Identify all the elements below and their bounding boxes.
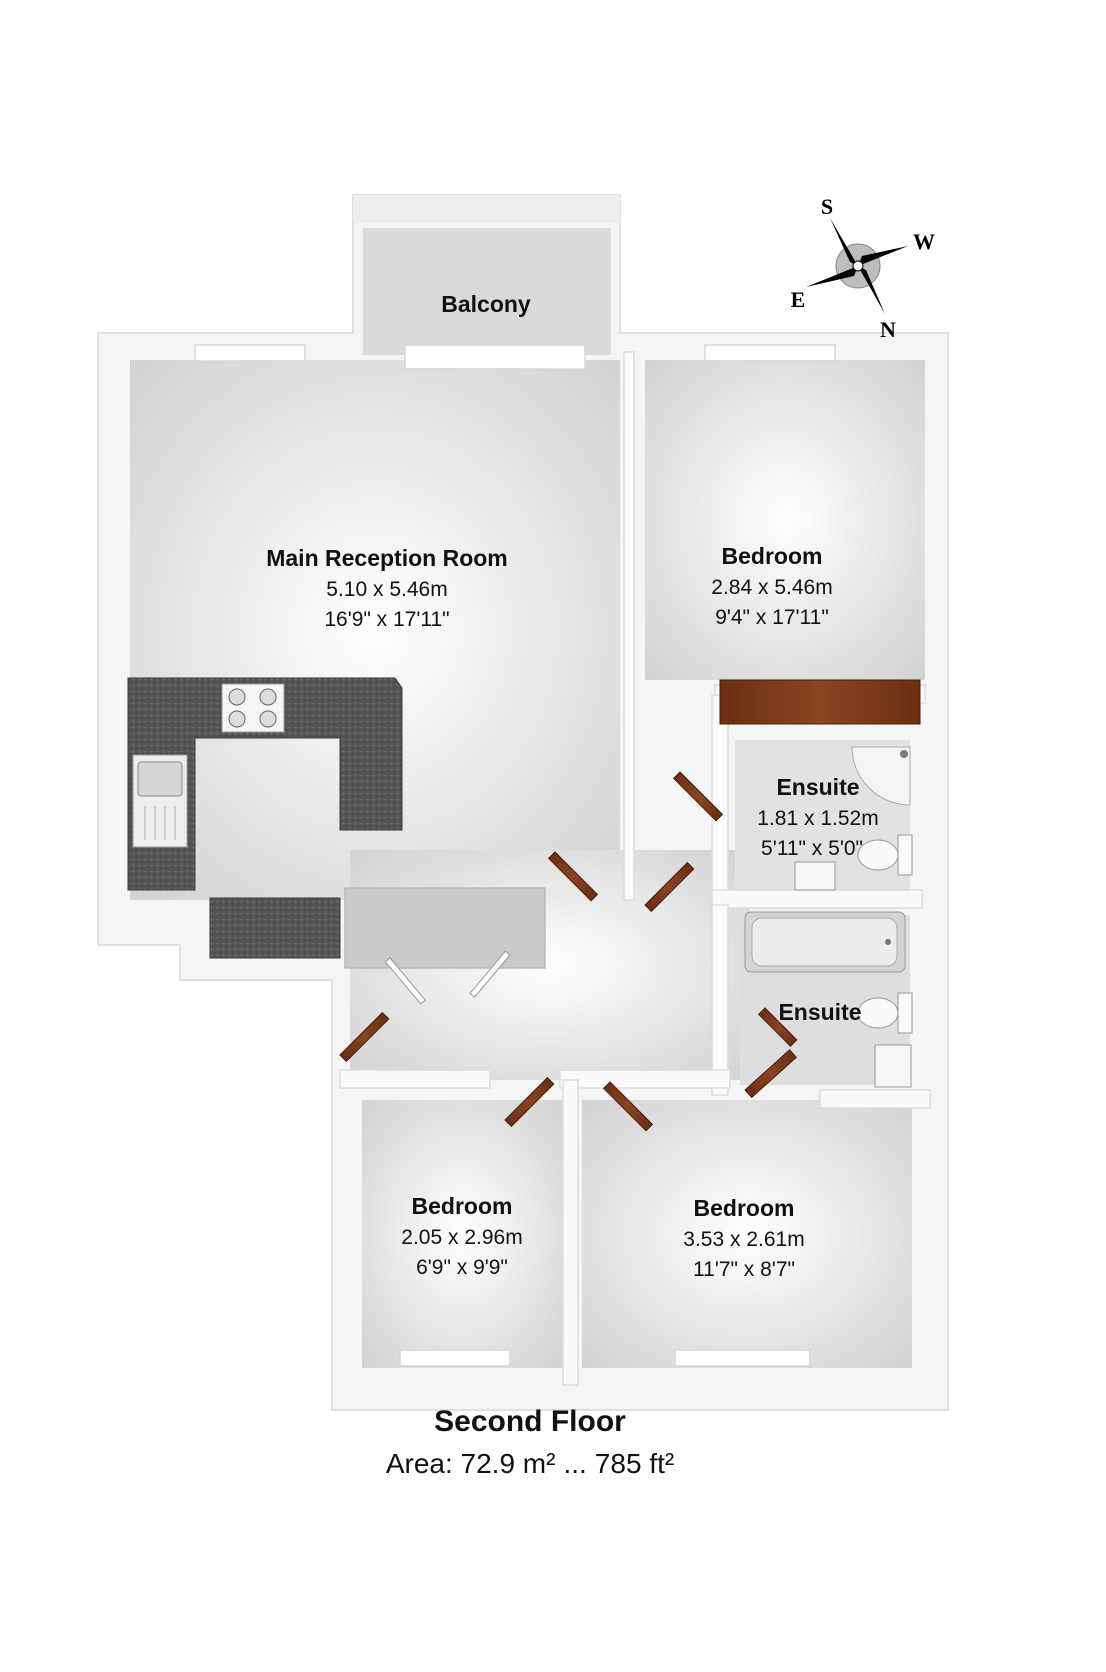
basin-icon bbox=[794, 861, 836, 891]
reception-imperial: 16'9" x 17'11" bbox=[324, 608, 449, 631]
basin-lower-icon bbox=[874, 1044, 912, 1088]
cupboard-doors bbox=[384, 950, 511, 1005]
front-bedroom-floor bbox=[582, 1100, 912, 1368]
toilet-lower-icon bbox=[857, 992, 913, 1034]
bedroom-rear-imperial: 9'4" x 17'11" bbox=[715, 606, 829, 629]
bedroom-small-name: Bedroom bbox=[412, 1193, 513, 1219]
ensuite-upper-name: Ensuite bbox=[776, 774, 859, 800]
balcony-label: Balcony bbox=[441, 291, 531, 317]
sink-icon bbox=[132, 754, 188, 848]
compass-s: S bbox=[821, 194, 833, 219]
internal-walls bbox=[339, 351, 931, 1386]
kitchen bbox=[127, 677, 403, 959]
ensuite-lower-name: Ensuite bbox=[778, 999, 861, 1025]
windows bbox=[194, 344, 836, 1367]
area-separator: ... bbox=[563, 1448, 587, 1479]
bedroom-front-imperial: 11'7" x 8'7" bbox=[693, 1258, 795, 1281]
shower-icon bbox=[851, 746, 911, 806]
balcony bbox=[353, 195, 620, 355]
compass-e: E bbox=[791, 287, 806, 312]
bath-icon bbox=[744, 911, 906, 973]
compass-icon: S W E N bbox=[791, 194, 935, 342]
floor-title: Second Floor bbox=[434, 1405, 626, 1438]
reception-name: Main Reception Room bbox=[266, 545, 508, 571]
bedroom-small-imperial: 6'9" x 9'9" bbox=[416, 1256, 508, 1279]
hob-icon bbox=[221, 683, 285, 733]
ensuite-upper-metric: 1.81 x 1.52m bbox=[757, 807, 878, 830]
compass-n: N bbox=[880, 317, 896, 342]
wardrobe bbox=[719, 679, 921, 725]
bedroom-rear-name: Bedroom bbox=[722, 543, 823, 569]
ensuite-upper-imperial: 5'11" x 5'0" bbox=[761, 837, 863, 860]
floor-area: Area: 72.9 m²... 785 ft² bbox=[0, 1448, 1060, 1480]
bedroom-front-name: Bedroom bbox=[694, 1195, 795, 1221]
area-imperial: 785 ft² bbox=[594, 1448, 675, 1479]
bedroom-small-metric: 2.05 x 2.96m bbox=[401, 1226, 522, 1249]
bedroom-front-metric: 3.53 x 2.61m bbox=[683, 1228, 804, 1251]
small-bedroom-floor bbox=[362, 1100, 562, 1368]
reception-metric: 5.10 x 5.46m bbox=[326, 578, 447, 601]
toilet-icon bbox=[857, 834, 913, 876]
compass-w: W bbox=[913, 229, 935, 254]
bedroom-rear-metric: 2.84 x 5.46m bbox=[711, 576, 832, 599]
doors bbox=[339, 771, 798, 1132]
area-metric: Area: 72.9 m² bbox=[385, 1448, 556, 1479]
rear-bedroom-floor bbox=[645, 360, 925, 680]
